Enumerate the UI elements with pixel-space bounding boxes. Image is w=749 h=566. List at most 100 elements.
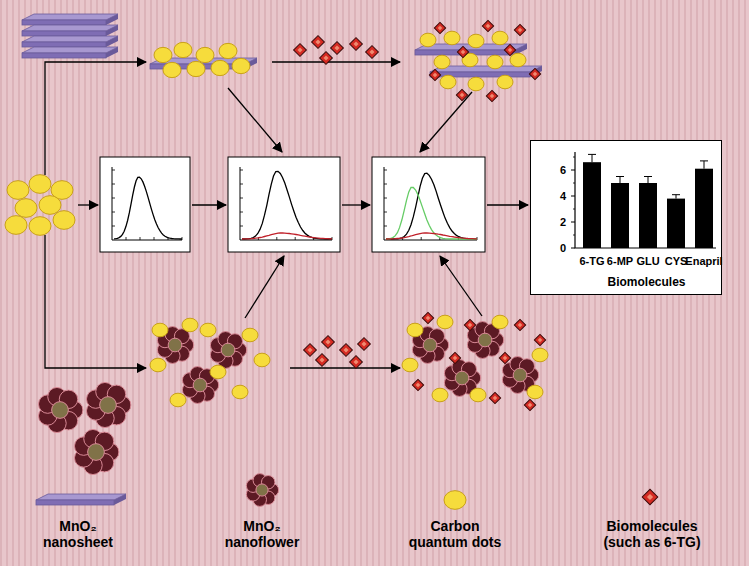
tick <box>112 212 115 213</box>
nanosheet <box>36 494 126 505</box>
diamond <box>499 352 510 363</box>
diamond-core <box>468 323 473 328</box>
chart-axes <box>575 152 716 248</box>
sheet-end <box>114 494 126 505</box>
biomolecule <box>529 68 540 79</box>
legend-label: MnO₂ nanoflower <box>207 518 317 550</box>
diamond-core <box>438 26 443 31</box>
diamond-core <box>315 39 320 44</box>
y-minor-tick <box>573 209 575 210</box>
diamond <box>449 352 460 363</box>
tick <box>154 237 155 240</box>
spectrum-curve <box>386 187 477 239</box>
bar <box>583 162 601 248</box>
diamond <box>412 379 423 390</box>
carbon-dot <box>15 199 37 218</box>
carbon-dot <box>7 181 29 200</box>
carbon-dot <box>5 216 27 235</box>
diamond <box>529 68 540 79</box>
sheet-side <box>22 42 106 47</box>
diamond-core <box>325 339 330 344</box>
biomolecule <box>429 69 440 80</box>
spectrum-curve <box>242 171 332 239</box>
tick <box>112 198 115 199</box>
carbon-dot <box>254 353 270 367</box>
diamond-core <box>343 347 348 352</box>
diamond <box>340 344 353 357</box>
flower-core <box>256 484 268 496</box>
diamond <box>304 344 317 357</box>
carbon-dot <box>211 60 229 75</box>
biomolecule <box>534 334 545 345</box>
carbon-dot <box>154 47 172 62</box>
spectrum-curve <box>386 173 477 239</box>
diamond-core <box>533 72 538 77</box>
flower-core <box>52 402 69 419</box>
diamond-core <box>297 47 302 52</box>
carbon-dot <box>29 217 51 236</box>
diamond <box>316 354 329 367</box>
chart-panel: Biomolecules <box>530 140 722 295</box>
error-cap <box>700 160 708 161</box>
spectrum-panel <box>100 157 190 252</box>
arrow <box>342 204 370 205</box>
biomolecule <box>331 42 344 55</box>
carbon-dot <box>200 323 216 337</box>
diamond <box>312 36 325 49</box>
biomolecule <box>340 344 353 357</box>
carbon-dot <box>532 348 548 362</box>
bar <box>611 183 629 248</box>
carbon-dot <box>440 75 456 89</box>
legend-label: Biomolecules (such as 6-TG) <box>587 518 717 550</box>
diamond <box>366 46 379 59</box>
carbon-dot <box>152 323 168 337</box>
arrow <box>290 367 400 368</box>
carbon-dot <box>468 77 484 91</box>
bar <box>667 199 685 248</box>
sheet-side <box>22 53 106 58</box>
spectrum-curve <box>114 177 182 239</box>
sheet-side <box>22 31 106 36</box>
tick <box>112 226 115 227</box>
carbon-dot <box>407 323 423 337</box>
legend-label: MnO₂ nanosheet <box>30 518 126 550</box>
spectrum-curve <box>386 233 477 239</box>
arrow <box>228 88 282 152</box>
carbon-dot <box>196 47 214 62</box>
sheet-end <box>106 25 118 36</box>
tick <box>240 226 243 227</box>
diamond-core <box>518 323 523 328</box>
tick <box>276 237 277 240</box>
tick <box>384 198 387 199</box>
biomolecule <box>486 90 497 101</box>
spectrum-panel <box>372 157 485 252</box>
diamond-core <box>647 494 653 500</box>
diamond-core <box>319 357 324 362</box>
biomolecule <box>350 38 363 51</box>
biomolecule <box>524 399 535 410</box>
diamond <box>489 392 500 403</box>
tick <box>126 237 127 240</box>
sheet-end <box>106 36 118 47</box>
category-label: 6-TG <box>579 255 604 268</box>
spectrum-axes <box>112 167 182 240</box>
biomolecule <box>456 89 467 100</box>
spectrum-panel <box>228 157 340 252</box>
error-cap <box>588 154 596 155</box>
axis-title: Biomolecules <box>607 276 685 290</box>
flower-core <box>168 338 182 352</box>
category-label: Enapril <box>685 255 722 268</box>
flower-core <box>423 338 437 352</box>
diamond <box>456 89 467 100</box>
tick <box>240 212 243 213</box>
y-minor-tick <box>573 235 575 236</box>
spectrum-axes <box>240 167 332 240</box>
tick <box>295 237 296 240</box>
sheet-side <box>22 20 106 25</box>
flower-core <box>193 378 207 392</box>
diamond <box>486 90 497 101</box>
error-bar <box>620 177 621 184</box>
carbon-dot <box>402 358 418 372</box>
